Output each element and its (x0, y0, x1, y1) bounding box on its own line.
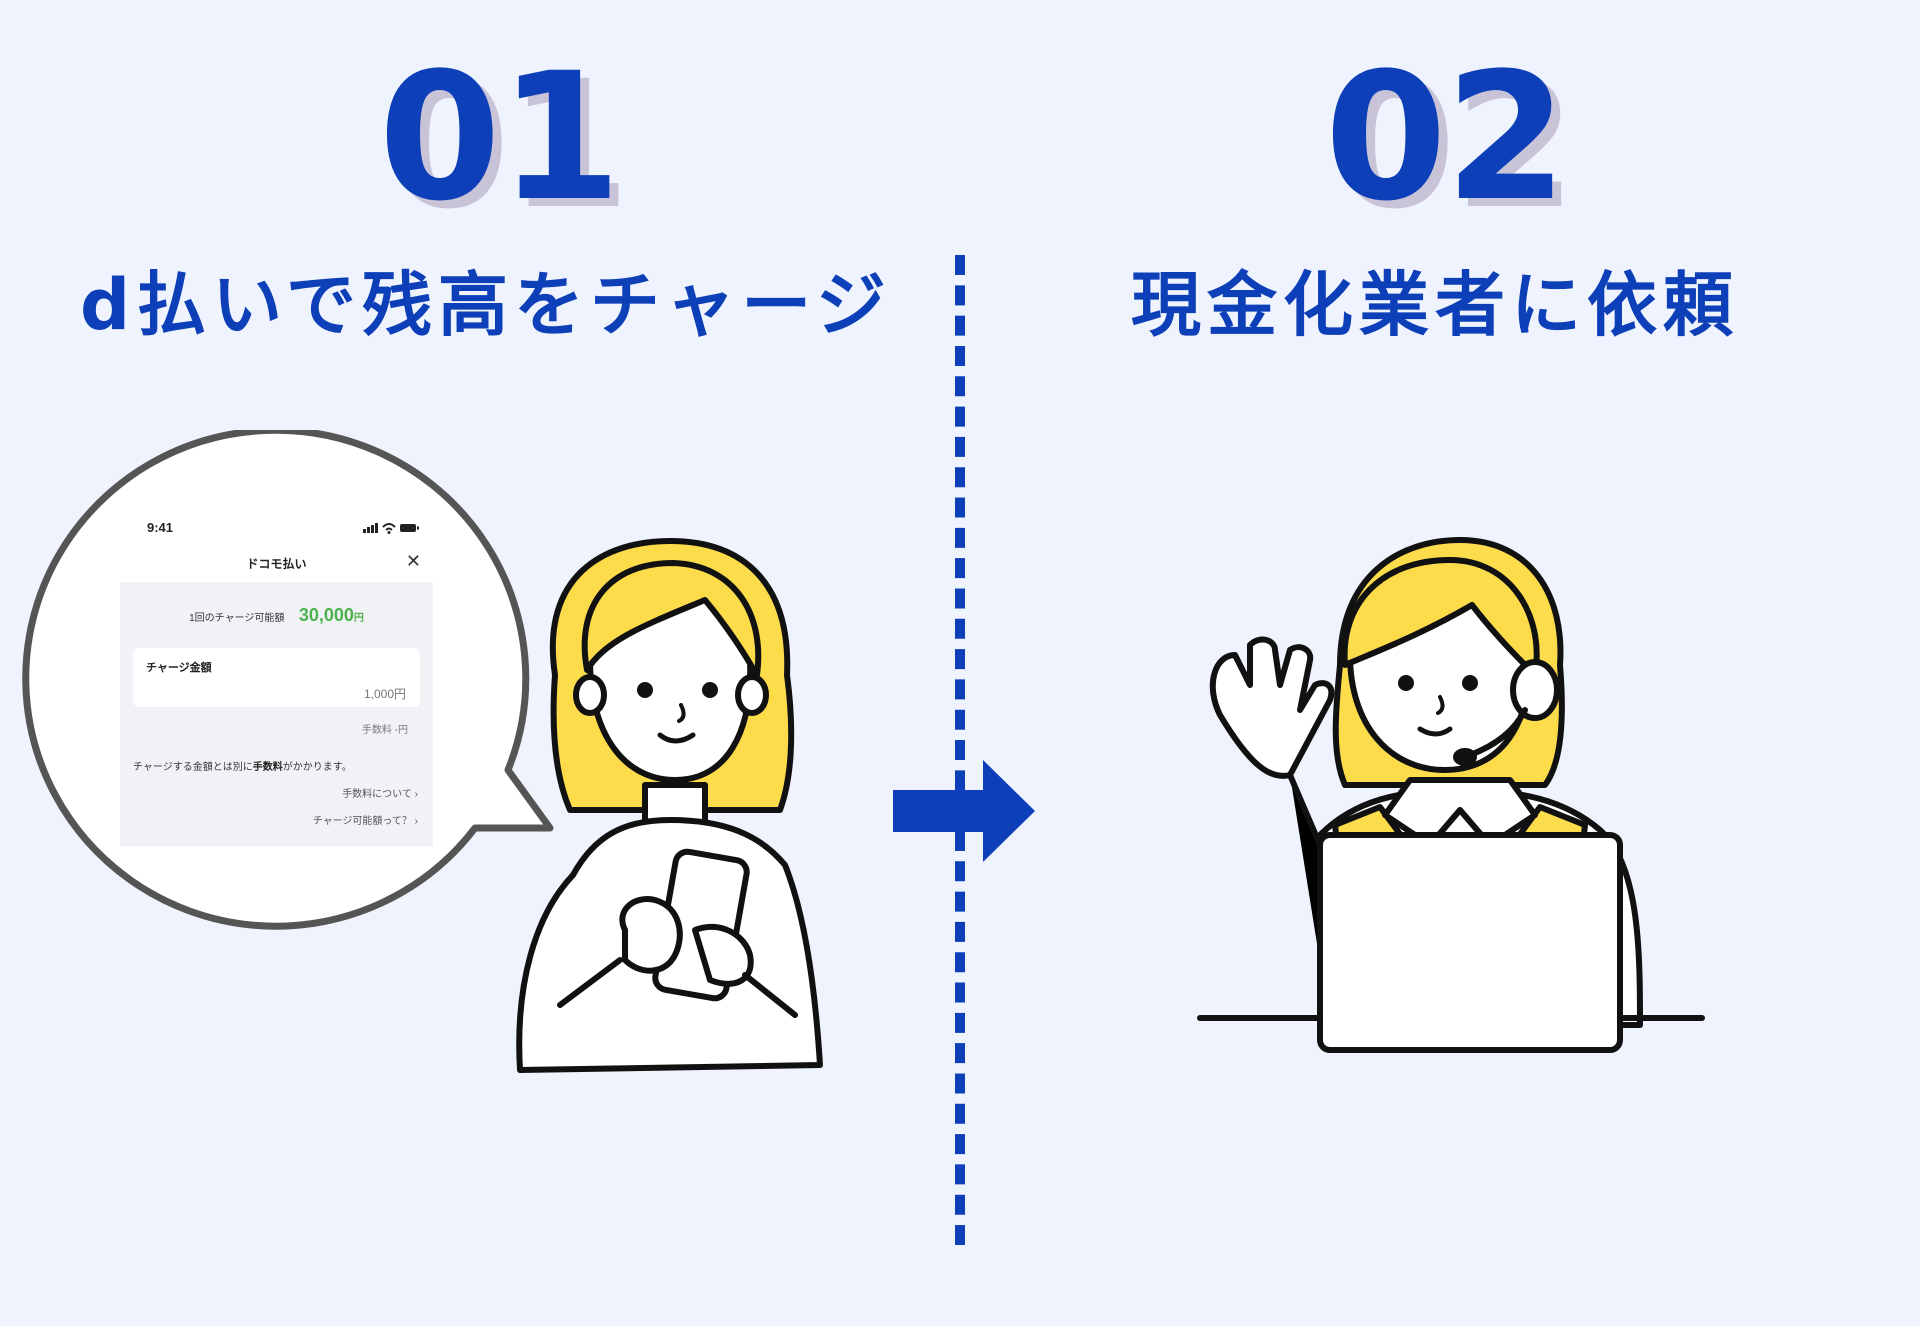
woman-with-phone-illustration (516, 538, 823, 1073)
step-title-02: 現金化業者に依頼 (1131, 264, 1739, 346)
status-icons (363, 523, 419, 534)
phone-title: ドコモ払い (246, 557, 307, 571)
charge-amount-card[interactable]: チャージ金額 1,000円 (133, 648, 420, 707)
status-time: 9:41 (147, 520, 174, 535)
battery-icon (400, 524, 419, 532)
operator-illustration (1197, 537, 1705, 1053)
dashed-divider (955, 255, 965, 1245)
step-number-02: 02 (1324, 35, 1568, 240)
charge-limit-amount: 30,000 (298, 605, 354, 625)
fee-info-link[interactable]: 手数料について › (342, 789, 418, 800)
charge-limit-row: 1回のチャージ可能額 30,000円 (120, 605, 433, 626)
step-number-01: 01 (378, 35, 622, 240)
step-title-01: d払いで残高をチャージ (80, 264, 892, 346)
fee-note-prefix: チャージする金額とは別に (133, 762, 253, 773)
fee-note: チャージする金額とは別に手数料がかかります。 (133, 758, 352, 773)
charge-amount-value: 1,000円 (363, 687, 406, 701)
charge-limit-unit: 円 (353, 613, 364, 624)
signal-icon (363, 523, 378, 533)
fee-line: 手数料 -円 (361, 725, 408, 736)
charge-amount-label: チャージ金額 (146, 662, 212, 674)
close-icon[interactable]: ✕ (405, 551, 421, 571)
charge-limit-label: 1回のチャージ可能額 (189, 613, 285, 624)
charge-limit-link[interactable]: チャージ可能額って？ › (312, 816, 418, 827)
fee-note-suffix: がかかります。 (282, 762, 352, 773)
phone-header: 9:41 ドコモ払い ✕ (120, 510, 433, 582)
wifi-icon (382, 523, 396, 534)
phone-screenshot: 9:41 ドコモ払い ✕ 1回のチャージ可能額 30,000円 チャージ金額 1… (120, 510, 433, 846)
arrow-right-icon (893, 760, 1035, 862)
fee-note-bold: 手数料 (252, 762, 283, 773)
